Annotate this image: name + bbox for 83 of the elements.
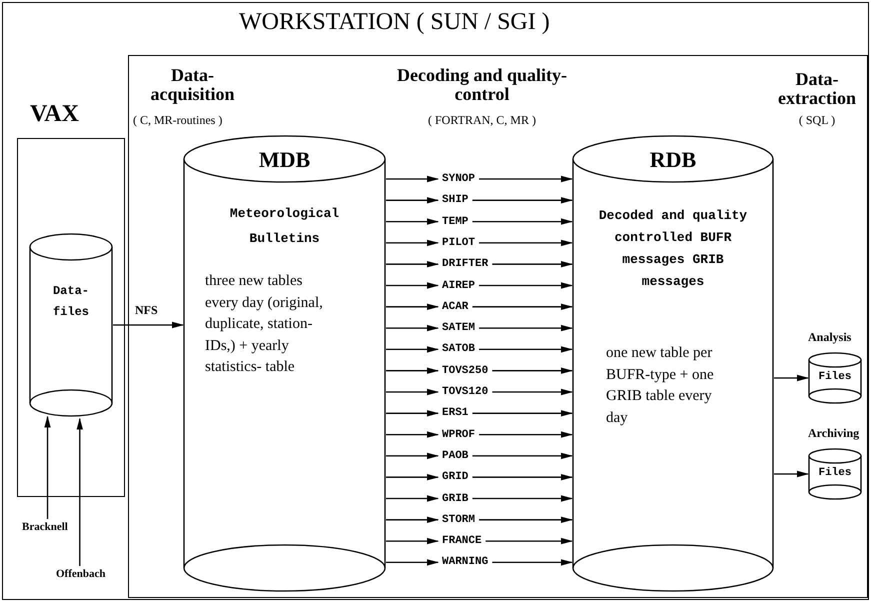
column-subheading: ( FORTRAN, C, MR ) (427, 113, 537, 128)
arrow (44, 416, 51, 519)
message-type-label: PILOT (442, 234, 476, 251)
arrow (386, 495, 439, 502)
column-subheading: ( C, MR-routines ) (133, 113, 222, 128)
arrow (479, 431, 573, 438)
arrow (472, 304, 573, 310)
arrow (386, 261, 439, 268)
message-type-label: PAOB (442, 448, 468, 464)
message-type-label: STORM (442, 512, 476, 528)
arrow (386, 304, 439, 310)
arrow (472, 218, 573, 225)
file-label: Files (817, 371, 852, 383)
database-title: RDB (648, 147, 698, 173)
message-type-label: TEMP (442, 214, 468, 230)
message-type-label: DRIFTER (442, 256, 488, 272)
arrow (774, 374, 809, 382)
arrow (386, 474, 439, 480)
arrow (113, 322, 184, 328)
arrow (386, 346, 439, 353)
file-caption: Analysis (808, 330, 852, 345)
arrow (386, 452, 439, 460)
database-description: three new tables every day (original, duplicate, station-IDs,) + yearly statistics- table (205, 272, 324, 377)
arrow (386, 538, 439, 544)
message-type-label: WPROF (442, 426, 476, 443)
arrow (386, 176, 439, 182)
message-type-label: TOVS120 (442, 384, 488, 400)
arrow (76, 418, 83, 566)
source-label: Bracknell (22, 519, 68, 535)
arrow (386, 368, 439, 374)
arrow (486, 538, 573, 544)
database-title: MDB (258, 147, 312, 173)
message-type-label: ACAR (442, 298, 468, 315)
computer-title: VAX (30, 101, 79, 128)
message-type-label: GRIB (442, 490, 468, 506)
arrow (472, 197, 573, 204)
arrow (479, 282, 573, 289)
file-label: Files (817, 467, 852, 479)
arrow (386, 324, 439, 332)
database-description: one new table per BUFR-type + one GRIB table every day (606, 344, 715, 428)
arrow (492, 388, 573, 396)
arrow (472, 410, 573, 416)
arrow (386, 218, 439, 225)
column-heading: Data- acquisition (149, 66, 236, 104)
message-type-label: GRID (442, 469, 468, 486)
message-type-label: SATOB (442, 341, 476, 358)
message-type-label: SYNOP (442, 171, 476, 187)
arrow (479, 516, 573, 523)
arrow (472, 495, 573, 502)
database-heading: Decoded and quality controlled BUFR messages GRIB messages (598, 207, 748, 291)
arrow (479, 176, 573, 182)
arrow (472, 452, 573, 460)
arrow (386, 388, 439, 396)
arrow (472, 474, 573, 480)
file-label: Data- files (52, 283, 90, 321)
workstation-title: WORKSTATION ( SUN / SGI ) (239, 9, 550, 36)
arrow (386, 431, 439, 438)
arrow (386, 516, 439, 523)
database-heading: Meteorological Bulletins (228, 205, 340, 248)
arrow (479, 240, 573, 246)
arrow (492, 368, 573, 374)
message-type-label: SHIP (442, 192, 468, 208)
column-heading: Data- extraction (777, 70, 857, 108)
arrow (386, 197, 439, 204)
column-heading: Decoding and quality- control (396, 66, 568, 104)
column-subheading: ( SQL ) (798, 113, 836, 128)
arrow (492, 559, 573, 566)
message-type-label: ERS1 (442, 405, 468, 422)
message-type-label: FRANCE (442, 533, 482, 550)
file-caption: Archiving (808, 426, 860, 441)
message-type-label: WARNING (442, 554, 488, 570)
arrow (386, 282, 439, 289)
arrow (386, 240, 439, 246)
arrow (386, 410, 439, 416)
message-type-label: AIREP (442, 278, 476, 294)
message-type-label: TOVS250 (442, 362, 488, 379)
arrow (479, 324, 573, 332)
message-type-label: SATEM (442, 320, 476, 336)
arrow (386, 559, 439, 566)
source-label: Offenbach (56, 566, 106, 582)
arrow (492, 261, 573, 268)
arrow (479, 346, 573, 353)
arrow (774, 470, 809, 478)
